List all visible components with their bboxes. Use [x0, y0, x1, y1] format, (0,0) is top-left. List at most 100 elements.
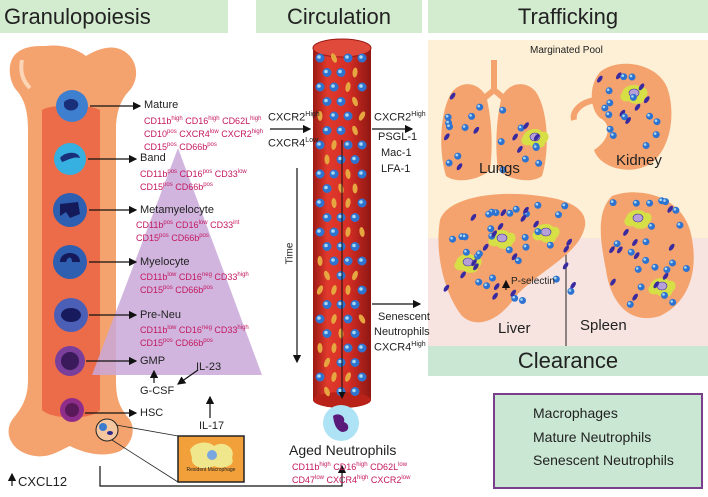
organ-mature-neutrophil	[519, 297, 526, 304]
organ-mature-neutrophil	[628, 73, 636, 81]
organ-mature-neutrophil	[446, 123, 453, 131]
organ-mature-neutrophil	[506, 209, 514, 217]
organ-mature-neutrophil	[445, 159, 453, 167]
organ-mature-neutrophil	[535, 159, 543, 167]
psgl1-label: PSGL-1	[378, 131, 418, 143]
organ-senescent-neutrophil	[443, 133, 450, 141]
il23-label: IL-23	[196, 361, 222, 373]
organ-mature-neutrophil	[567, 287, 575, 295]
vessel-red-cell	[331, 198, 337, 208]
vessel-red-cell	[316, 285, 324, 295]
organ-mature-neutrophil	[476, 103, 484, 111]
organ-neutrophils	[443, 72, 690, 308]
vessel-red-cell	[331, 140, 337, 150]
stage-myelocyte-label: Myelocyte	[140, 256, 190, 268]
organ-mature-neutrophil	[449, 235, 457, 243]
connector-bottom	[111, 439, 179, 483]
organ-mature-neutrophil	[561, 202, 569, 210]
organ-mature-neutrophil	[461, 124, 469, 131]
organ-senescent-neutrophil	[443, 284, 450, 292]
vessel-red-cell	[317, 343, 323, 353]
organ-mature-neutrophil	[648, 222, 655, 230]
organ-mature-neutrophil	[505, 246, 513, 254]
aged-neutrophils-title: Aged Neutrophils	[289, 442, 397, 458]
organ-mature-neutrophil	[682, 265, 690, 272]
organ-mature-neutrophil	[663, 266, 671, 274]
organ-mature-neutrophil	[512, 205, 520, 213]
organ-mature-neutrophil	[662, 198, 669, 206]
kidney-label: Kidney	[616, 152, 662, 169]
organ-mature-neutrophil	[606, 99, 614, 107]
arrow-il23-gcsf	[177, 369, 199, 385]
vessel-red-cell	[352, 125, 358, 136]
organ-mature-neutrophil	[601, 104, 609, 112]
organ-senescent-neutrophil	[662, 272, 669, 280]
legend-senescent-label: Senescent Neutrophils	[533, 452, 674, 468]
clearance-title: Clearance	[517, 348, 619, 373]
lfa1-label: LFA-1	[381, 163, 411, 175]
gcsf-label: G-CSF	[140, 385, 175, 397]
vessel-red-cell	[323, 357, 331, 368]
organ-senescent-neutrophil	[619, 109, 626, 117]
organ-mature-neutrophil	[629, 93, 637, 101]
header-bar-left: Granulopoiesis	[0, 0, 228, 33]
granulopoiesis-title: Granulopoiesis	[4, 3, 151, 29]
organ-mature-neutrophil	[534, 228, 542, 236]
organ-senescent-neutrophil	[510, 289, 517, 297]
organ-mature-neutrophil	[546, 241, 554, 249]
organ-senescent-neutrophil	[492, 292, 498, 300]
vessel-red-cell	[331, 285, 337, 295]
organ-mature-neutrophil	[534, 201, 542, 209]
organ-senescent-neutrophil	[668, 243, 675, 251]
vessel-red-cell	[358, 314, 366, 324]
organ-mature-neutrophil	[642, 256, 650, 264]
organ-senescent-neutrophil	[491, 230, 498, 238]
vessel-red-cell	[345, 198, 351, 208]
organ-senescent-neutrophil	[482, 243, 489, 251]
connector-top	[115, 424, 179, 437]
hsc-label: HSC	[140, 407, 164, 419]
organ-mature-neutrophil	[489, 274, 496, 282]
organ-mature-neutrophil	[605, 87, 613, 95]
organ-macrophage	[624, 210, 652, 229]
organ-senescent-neutrophil	[497, 223, 504, 230]
cxcr4-low-label: CXCR4Low	[268, 137, 319, 150]
organ-senescent-neutrophil	[460, 271, 466, 279]
organ-senescent-neutrophil	[623, 228, 629, 236]
organ-mature-neutrophil	[555, 211, 562, 219]
organ-mature-neutrophil	[613, 240, 621, 248]
lungs-shape	[441, 60, 547, 181]
organ-senescent-neutrophil	[456, 163, 463, 171]
organ-mature-neutrophil	[609, 132, 617, 139]
vessel-red-cell	[345, 169, 351, 179]
senescent-label: Senescent	[378, 311, 430, 323]
aged-neutrophil	[323, 405, 359, 441]
organ-senescent-neutrophil	[616, 246, 623, 254]
vessel-red-cell	[317, 256, 323, 266]
organ-senescent-neutrophil	[512, 133, 518, 141]
il17-label: IL-17	[199, 420, 225, 432]
organ-senescent-neutrophil	[473, 263, 479, 271]
vessel-red-cell	[331, 314, 337, 324]
organ-mature-neutrophil	[475, 250, 483, 258]
organ-mature-neutrophil	[609, 199, 617, 207]
vessel-red-cell	[330, 53, 338, 63]
sen-cxcr4-high-label: CXCR4High	[374, 341, 426, 354]
organ-mature-neutrophil	[606, 125, 614, 133]
organ-macrophage	[648, 278, 676, 297]
organ-mature-neutrophil	[642, 238, 650, 246]
vessel-red-cell	[324, 386, 330, 397]
resident-macrophage-label: Resident Macrophage	[186, 467, 236, 473]
stage-mature-label: Mature	[144, 99, 179, 111]
organ-mature-neutrophil	[661, 291, 668, 299]
organ-senescent-neutrophil	[609, 246, 615, 254]
vessel-red-cell	[331, 343, 337, 353]
vessel-red-cell	[331, 372, 337, 382]
organ-mature-neutrophil	[521, 233, 529, 241]
organ-senescent-neutrophil	[615, 72, 622, 80]
organ-mature-neutrophil	[637, 283, 645, 291]
header-bar-right: Trafficking	[428, 0, 708, 33]
clearance-banner: Clearance	[428, 346, 708, 376]
